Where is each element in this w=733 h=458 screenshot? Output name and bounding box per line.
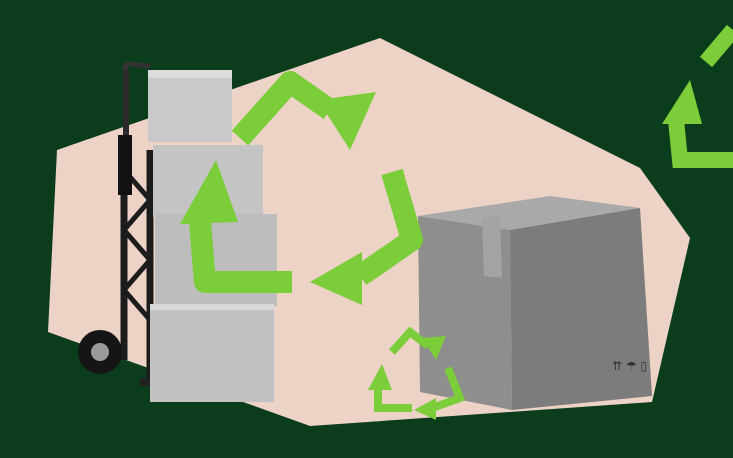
large-box: ⇈ ☂ ▯: [418, 196, 652, 410]
recycle-icon-large: [180, 71, 423, 305]
handling-symbols: ⇈ ☂ ▯: [612, 359, 647, 373]
recycle-icon-small: [368, 326, 466, 420]
recycle-icon-partial: [662, 24, 733, 168]
